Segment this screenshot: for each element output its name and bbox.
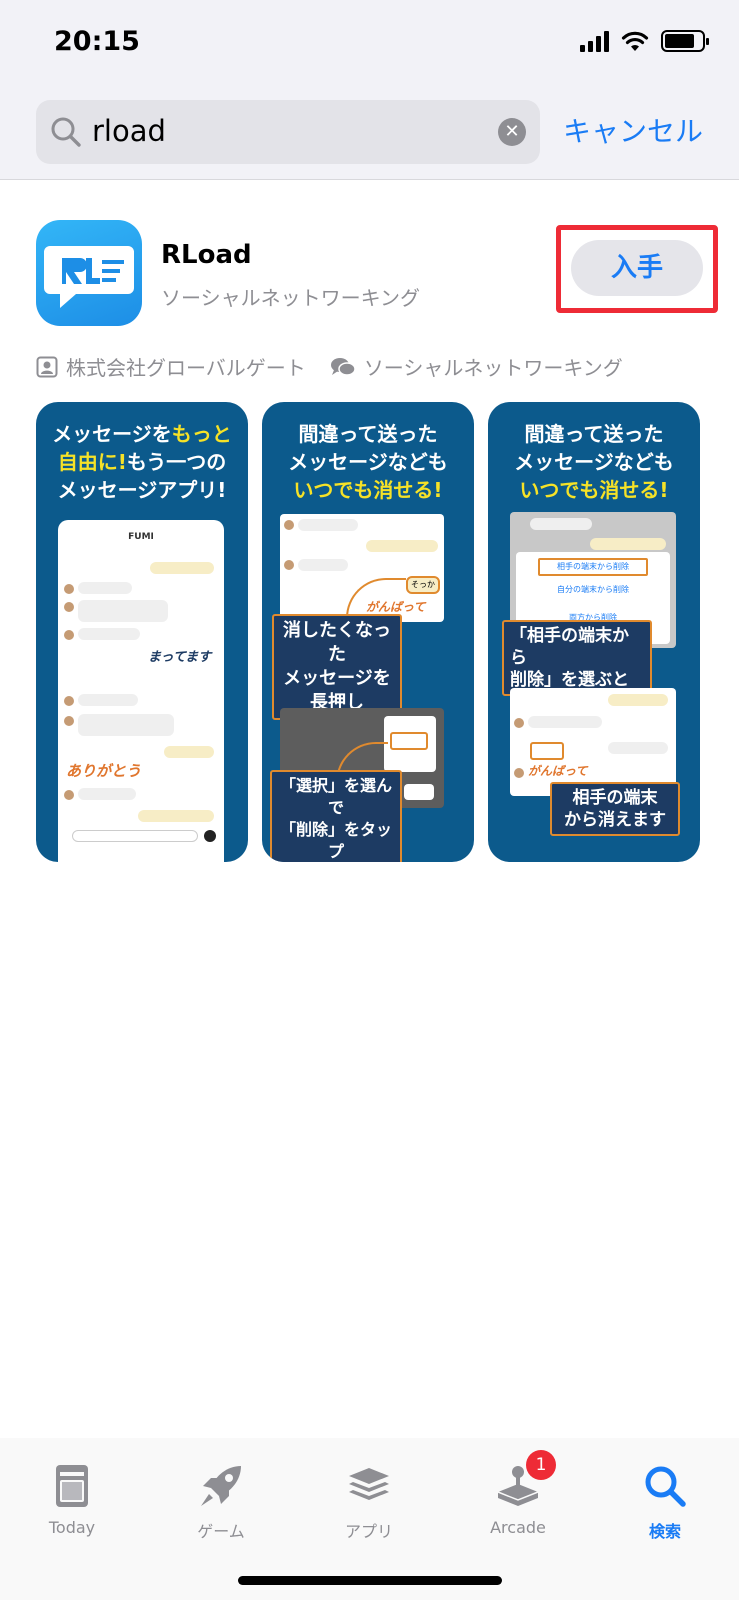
home-indicator <box>238 1576 502 1585</box>
tab-today[interactable]: Today <box>12 1462 132 1537</box>
status-bar: 20:15 <box>0 0 739 90</box>
screenshot-carousel[interactable]: メッセージをもっと 自由に!もう一つの メッセージアプリ! FUMI まってます… <box>36 402 716 862</box>
search-header: ✕ キャンセル <box>0 90 739 180</box>
status-icons <box>580 30 709 52</box>
chat-preview-top: そっか がんばって <box>280 514 444 622</box>
wifi-icon <box>621 31 649 51</box>
highlight-box <box>556 225 718 313</box>
genre-name: ソーシャルネットワーキング <box>363 356 623 380</box>
menu-delete-remote: 相手の端末から削除 <box>538 558 648 576</box>
joystick-icon: 1 <box>494 1450 556 1510</box>
search-bar[interactable]: ✕ <box>36 100 540 164</box>
layers-icon <box>345 1462 393 1510</box>
battery-icon <box>661 30 709 52</box>
screenshot-2-callout-2: 「選択」を選んで 「削除」をタップ <box>270 770 402 862</box>
chat-preview: FUMI まってます ありがとう <box>58 520 224 862</box>
cancel-button[interactable]: キャンセル <box>562 115 703 148</box>
chat-title: FUMI <box>128 532 154 542</box>
rload-logo-icon <box>44 246 134 308</box>
app-icon[interactable] <box>36 220 142 326</box>
tab-search[interactable]: 検索 <box>605 1462 725 1542</box>
developer-meta: 株式会社グローバルゲート <box>36 352 306 381</box>
developer-name: 株式会社グローバルゲート <box>66 356 306 380</box>
tab-bar: Today ゲーム アプリ <box>0 1438 739 1600</box>
arcade-badge: 1 <box>526 1450 556 1480</box>
stamp-ganbatte-2: がんばって <box>528 764 588 778</box>
stamp-ganbatte: がんばって <box>366 600 426 614</box>
screenshot-2[interactable]: 間違って送った メッセージなども いつでも消せる! そっか がんばって 消したく… <box>262 402 474 862</box>
screenshot-2-caption: 間違って送った メッセージなども いつでも消せる! <box>288 422 448 502</box>
screenshot-1[interactable]: メッセージをもっと 自由に!もう一つの メッセージアプリ! FUMI まってます… <box>36 402 248 862</box>
cellular-signal-icon <box>580 30 609 52</box>
menu-delete-both: 両方から削除 <box>569 613 617 622</box>
clear-search-icon[interactable]: ✕ <box>498 118 526 146</box>
app-meta-row: 株式会社グローバルゲート ソーシャルネットワーキング <box>36 352 647 381</box>
app-category: ソーシャルネットワーキング <box>161 286 420 310</box>
chat-preview-result: がんばって <box>510 688 676 796</box>
rocket-icon <box>197 1462 245 1510</box>
menu-delete-local: 自分の端末から削除 <box>557 585 629 594</box>
screenshot-3-caption: 間違って送った メッセージなども いつでも消せる! <box>514 422 674 502</box>
search-icon <box>51 117 81 147</box>
today-icon <box>48 1462 96 1510</box>
tab-apps[interactable]: アプリ <box>309 1462 429 1542</box>
stamp-arigatou: ありがとう <box>66 762 142 780</box>
get-button[interactable]: 入手 <box>571 240 703 296</box>
person-square-icon <box>36 356 58 377</box>
screenshot-3-callout-2: 相手の端末 から消えます <box>550 782 680 836</box>
tab-arcade[interactable]: 1 Arcade <box>458 1450 578 1537</box>
tab-games[interactable]: ゲーム <box>161 1462 281 1542</box>
app-name[interactable]: RLoad <box>161 240 252 270</box>
chat-bubbles-icon <box>330 357 356 376</box>
search-input[interactable] <box>92 114 472 148</box>
genre-meta: ソーシャルネットワーキング <box>330 352 623 381</box>
status-time: 20:15 <box>54 26 140 57</box>
stamp-matteru: まってます <box>148 650 212 665</box>
screenshot-1-caption: メッセージをもっと 自由に!もう一つの メッセージアプリ! <box>52 422 232 502</box>
screenshot-3[interactable]: 間違って送った メッセージなども いつでも消せる! 相手の端末から削除 自分の端… <box>488 402 700 862</box>
search-icon <box>641 1462 689 1510</box>
screenshot-3-callout-1: 「相手の端末から 削除」を選ぶと <box>502 620 652 696</box>
screenshot-2-callout-1: 消したくなった メッセージを 長押し <box>272 614 402 720</box>
